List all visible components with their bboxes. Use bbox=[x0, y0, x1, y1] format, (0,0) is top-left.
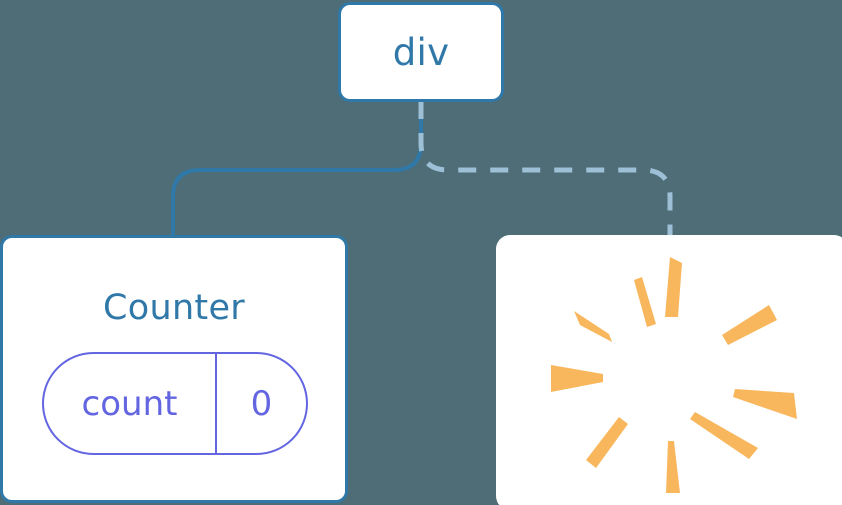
edge-div-counter bbox=[171, 99, 423, 238]
node-counter-label: Counter bbox=[103, 288, 245, 328]
edge-div-burst bbox=[418, 101, 673, 236]
state-pill-key: count bbox=[44, 354, 217, 453]
node-div-label: div bbox=[392, 30, 450, 74]
node-div[interactable]: div bbox=[338, 2, 504, 102]
node-render-burst[interactable] bbox=[496, 235, 842, 505]
state-pill[interactable]: count 0 bbox=[42, 352, 308, 455]
state-pill-value: 0 bbox=[250, 383, 273, 424]
sparkle-burst-icon bbox=[551, 257, 797, 493]
